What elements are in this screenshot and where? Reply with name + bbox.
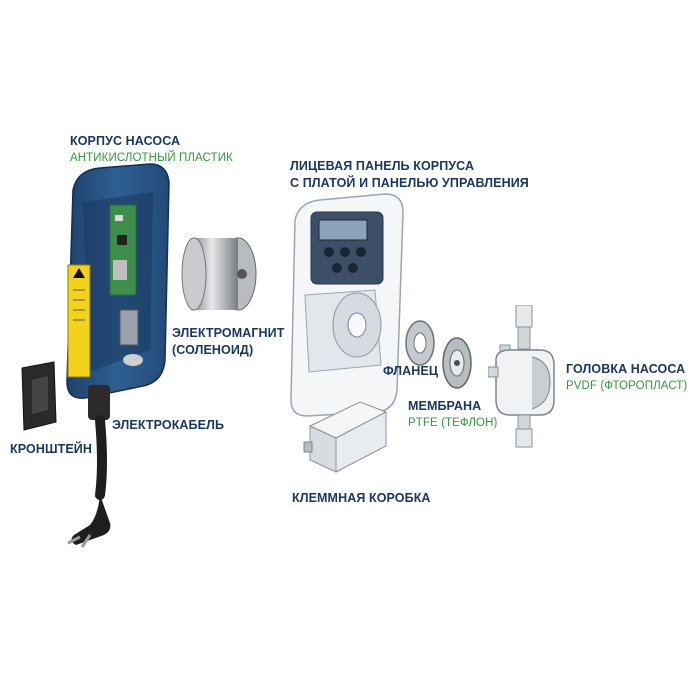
front-panel-image — [290, 193, 404, 417]
flange-image — [405, 320, 435, 366]
terminal-box-label: КЛЕММНАЯ КОРОБКА — [292, 491, 431, 505]
electric-cable-image — [67, 385, 111, 548]
bracket-label: КРОНШТЕЙН — [10, 442, 92, 456]
membrane-material-label: PTFE (ТЕФЛОН) — [408, 417, 498, 429]
pump-head-material-label: PVDF (ФТОРОПЛАСТ) — [566, 380, 688, 392]
cable-label: ЭЛЕКТРОКАБЕЛЬ — [112, 418, 225, 432]
front-panel-label-line1: ЛИЦЕВАЯ ПАНЕЛЬ КОРПУСА — [290, 159, 475, 173]
membrane-image — [442, 337, 472, 389]
electromagnet-label-line2: (СОЛЕНОИД) — [172, 343, 254, 357]
flange-label: ФЛАНЕЦ — [383, 364, 439, 378]
housing-material-label: АНТИКИСЛОТНЫЙ ПЛАСТИК — [70, 152, 233, 164]
pump-head-title-label: ГОЛОВКА НАСОСА — [566, 362, 686, 376]
pump-head-image — [488, 305, 555, 448]
housing-title-label: КОРПУС НАСОСА — [70, 134, 181, 148]
membrane-title-label: МЕМБРАНА — [408, 399, 482, 413]
pump-housing-image — [66, 163, 170, 399]
electromagnet-label-line1: ЭЛЕКТРОМАГНИТ — [172, 326, 285, 340]
bracket-image — [21, 361, 57, 431]
front-panel-label-line2: С ПЛАТОЙ И ПАНЕЛЬЮ УПРАВЛЕНИЯ — [290, 176, 529, 190]
terminal-box-image — [303, 401, 388, 473]
electromagnet-image — [181, 237, 257, 311]
